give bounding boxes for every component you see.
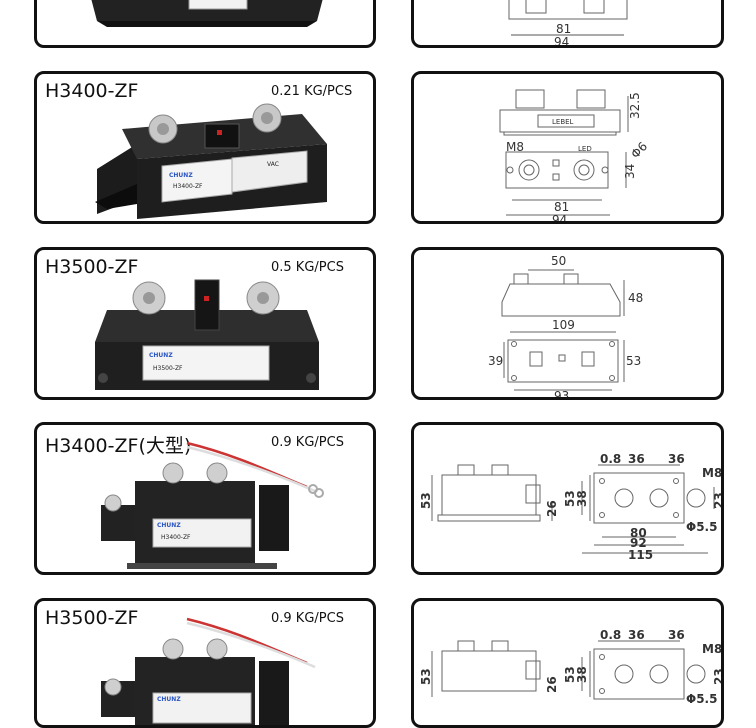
- product-model: H3400-ZF: [45, 80, 139, 102]
- plate-vac: VAC: [267, 161, 279, 168]
- dim-screw: M8: [506, 140, 524, 154]
- relay-photo-3: CHUNZ H3500-ZF: [95, 279, 319, 390]
- dim-bottom: 93: [554, 389, 569, 400]
- plate-brand: CHUNZ: [169, 172, 193, 179]
- dimension-drawing-2: LEBEL 32.5 M8 LED Φ6 34 81 94: [499, 89, 650, 224]
- dim-h1: 53: [419, 492, 433, 509]
- dim-hole: Φ5.5: [686, 520, 717, 534]
- dim-p1: 0.8: [600, 452, 621, 466]
- dim-w: 34: [623, 164, 637, 179]
- dim-left: 39: [488, 354, 503, 368]
- product-photo-card-1: [34, 0, 376, 48]
- plate-brand: CHUNZ: [149, 352, 173, 359]
- dim-h4: 38: [575, 490, 589, 507]
- dim-p3: 36: [668, 628, 685, 642]
- dim-a: 81: [556, 22, 571, 36]
- dim-h3: 53: [563, 666, 577, 683]
- product-model: H3500-ZF: [45, 607, 139, 629]
- relay-photo-4: CHUNZ H3400-ZF: [101, 441, 324, 569]
- relay-photo-5: CHUNZ: [101, 617, 316, 725]
- dim-h4: 38: [575, 666, 589, 683]
- plate-brand: CHUNZ: [157, 522, 181, 529]
- dim-w1: 23: [712, 492, 724, 509]
- drawing-card-1: 81 94: [411, 0, 724, 48]
- dim-b: 94: [554, 35, 569, 48]
- drawing-card-4: 0.8 36 36 M8 53 26 53 38 23 Φ5.5 80 92 1…: [411, 422, 724, 575]
- dim-l1: 80: [630, 526, 647, 540]
- dim-b: 94: [552, 213, 567, 224]
- dim-h2: 26: [545, 500, 559, 517]
- dimension-drawing-3: 50 48 109 39 53 93: [488, 254, 643, 400]
- dim-h3: 53: [563, 490, 577, 507]
- dim-screw: M8: [702, 642, 722, 656]
- dim-hole: Φ6: [628, 139, 650, 161]
- product-weight: 0.21 KG/PCS: [271, 84, 353, 99]
- dimension-drawing-4: 0.8 36 36 M8 53 26 53 38 23 Φ5.5 80 92 1…: [419, 452, 724, 562]
- dim-led: LED: [578, 145, 592, 153]
- dim-h2: 26: [545, 676, 559, 693]
- dim-p2: 36: [628, 628, 645, 642]
- product-photo-card-2: H3400-ZF 0.21 KG/PCS CHUNZ H3400-ZF VAC: [34, 71, 376, 224]
- dim-len: 109: [552, 318, 575, 332]
- product-weight: 0.5 KG/PCS: [271, 260, 344, 275]
- dim-h: 32.5: [628, 92, 642, 119]
- dim-l3: 115: [628, 548, 653, 562]
- dim-a: 81: [554, 200, 569, 214]
- product-weight: 0.9 KG/PCS: [271, 435, 344, 450]
- dim-top: 50: [551, 254, 566, 268]
- product-model: H3500-ZF: [45, 256, 139, 278]
- relay-photo-2: CHUNZ H3400-ZF VAC: [95, 103, 327, 219]
- dim-l2: 92: [630, 536, 647, 550]
- dim-screw: M8: [702, 466, 722, 480]
- dim-h1: 53: [419, 668, 433, 685]
- dim-right: 53: [626, 354, 641, 368]
- dim-hole: Φ5.5: [686, 692, 717, 706]
- product-photo-card-5: H3500-ZF 0.9 KG/PCS CHUNZ: [34, 598, 376, 728]
- drawing-card-2: LEBEL 32.5 M8 LED Φ6 34 81 94: [411, 71, 724, 224]
- plate-model: H3500-ZF: [153, 365, 183, 372]
- dimension-drawing-5: 0.8 36 36 M8 53 26 53 38 23 Φ5.5: [419, 628, 724, 706]
- relay-photo-1: [91, 0, 323, 27]
- label-text: LEBEL: [552, 118, 574, 126]
- plate-model: H3400-ZF: [173, 183, 203, 190]
- dim-h: 48: [628, 291, 643, 305]
- product-photo-card-3: H3500-ZF 0.5 KG/PCS CHUNZ H3500-ZF: [34, 247, 376, 400]
- drawing-card-5: 0.8 36 36 M8 53 26 53 38 23 Φ5.5: [411, 598, 724, 728]
- product-model: H3400-ZF(大型): [45, 435, 192, 457]
- plate-model: H3400-ZF: [161, 534, 191, 541]
- dim-p3: 36: [668, 452, 685, 466]
- product-weight: 0.9 KG/PCS: [271, 611, 344, 626]
- dimension-drawing-1: 81 94: [508, 0, 628, 48]
- product-photo-card-4: H3400-ZF(大型) 0.9 KG/PCS CHUNZ H3400-ZF: [34, 422, 376, 575]
- dim-w1: 23: [712, 668, 724, 685]
- drawing-card-3: 50 48 109 39 53 93: [411, 247, 724, 400]
- dim-p1: 0.8: [600, 628, 621, 642]
- dim-p2: 36: [628, 452, 645, 466]
